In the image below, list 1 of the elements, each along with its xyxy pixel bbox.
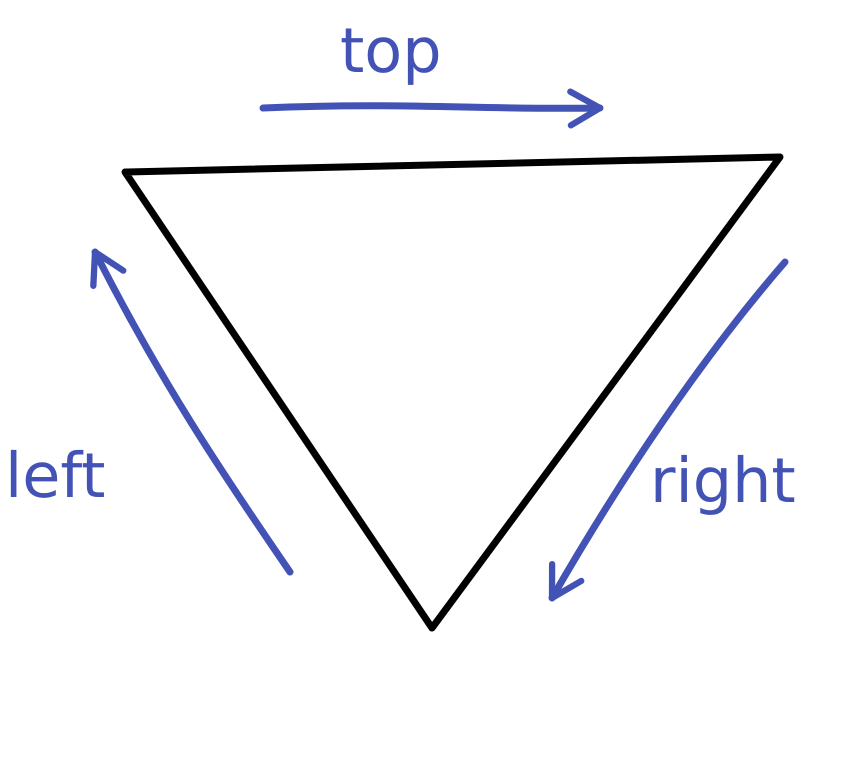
direction-label: left [5, 445, 106, 507]
